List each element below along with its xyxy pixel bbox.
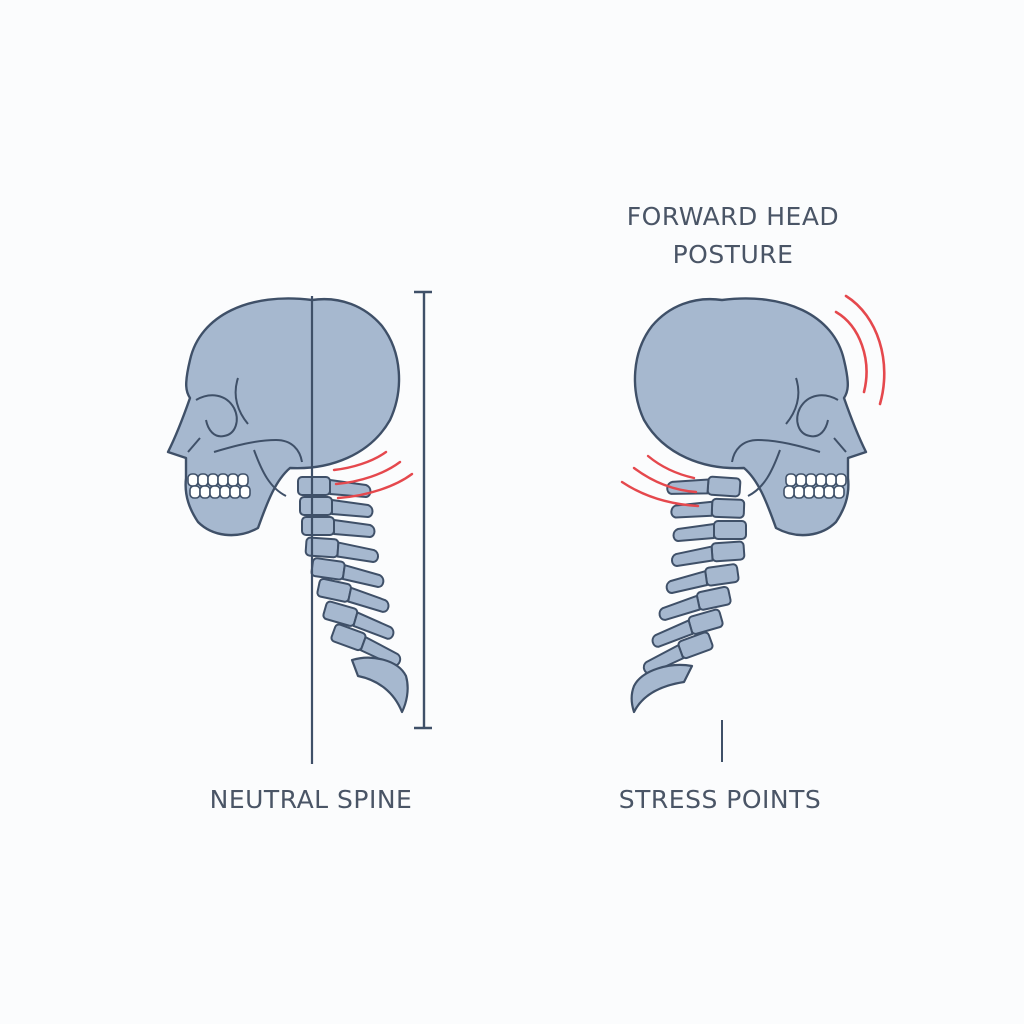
- neutral-spine-vertebrae: [297, 476, 406, 668]
- forward-head-spine-vertebrae: [638, 472, 747, 676]
- neutral-skull: [166, 297, 401, 537]
- neutral-stress-arcs: [332, 450, 414, 500]
- forward-head-spine-tail: [630, 663, 694, 714]
- neutral-spine-label: NEUTRAL SPINE: [209, 785, 413, 814]
- neutral-figure: [166, 290, 432, 764]
- forward-head-skull: [633, 297, 868, 537]
- neutral-spine-tail: [350, 656, 409, 714]
- forward-head-posture-label: FORWARD HEAD POSTURE: [626, 202, 840, 269]
- forward-head-figure: [630, 297, 868, 714]
- forward-head-stress-arcs-neck: [620, 454, 700, 508]
- neutral-height-bracket: [414, 290, 432, 730]
- forward-head-stress-arcs-head: [834, 294, 886, 406]
- stress-points-label: STRESS POINTS: [618, 785, 822, 814]
